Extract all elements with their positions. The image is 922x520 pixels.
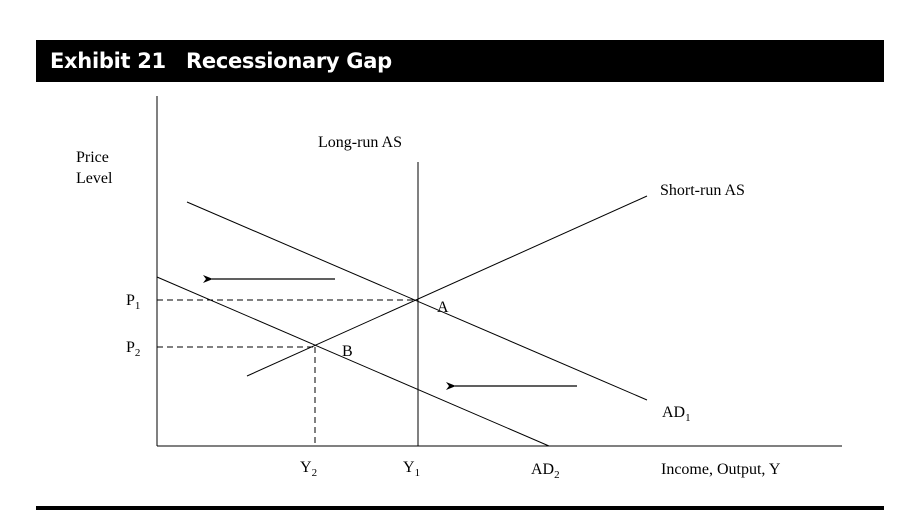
point-a-label: A: [437, 299, 449, 316]
exhibit-title: Recessionary Gap: [186, 49, 392, 73]
p1-label: P1: [126, 292, 140, 312]
ad1-label: AD1: [662, 404, 691, 424]
footer-rule: [36, 506, 884, 510]
y-axis-label-line1: Price: [76, 149, 109, 166]
y1-label: Y1: [403, 459, 420, 479]
exhibit-number: Exhibit 21: [50, 49, 166, 73]
ad2-label: AD2: [531, 461, 560, 481]
short-run-as-line: [246, 195, 648, 377]
exhibit-header: Exhibit 21 Recessionary Gap: [36, 40, 884, 82]
short-run-as-label: Short-run AS: [660, 182, 745, 199]
point-b-label: B: [342, 343, 353, 360]
y-axis-label-line2: Level: [76, 170, 113, 187]
long-run-as-label: Long-run AS: [318, 134, 402, 151]
p2-label: P2: [126, 339, 140, 359]
ad2-line: [156, 276, 550, 447]
x-axis-label: Income, Output, Y: [661, 461, 781, 478]
y2-label: Y2: [300, 459, 317, 479]
ad1-line: [186, 201, 648, 401]
